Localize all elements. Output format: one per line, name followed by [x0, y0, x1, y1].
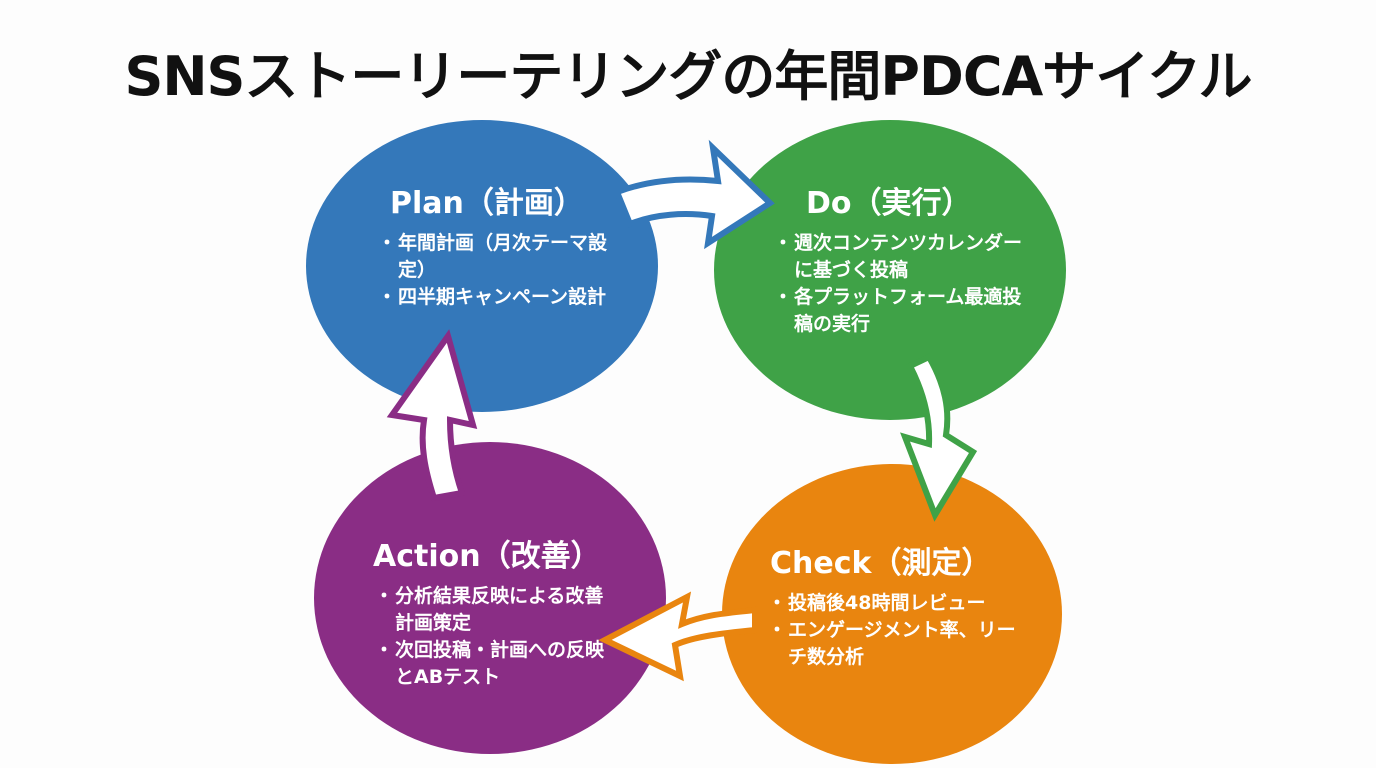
bullet-glyph: ・	[767, 619, 787, 641]
arrow-check-to-action	[598, 591, 758, 682]
check-bullet: ・エンゲージメント率、リーチ数分析	[767, 619, 1016, 668]
check-phase: Check（測定） ・投稿後48時間レビュー ・エンゲージメント率、リーチ数分析	[766, 538, 1026, 671]
do-bullet: ・週次コンテンツカレンダーに基づく投稿	[773, 232, 1023, 281]
action-phase: Action（改善） ・分析結果反映による改善計画策定 ・次回投稿・計画への反映…	[373, 531, 613, 691]
check-bullet: ・投稿後48時間レビュー	[766, 590, 1026, 617]
bullet-glyph: ・	[377, 232, 397, 254]
do-bullet: ・各プラットフォーム最適投稿の実行	[773, 286, 1022, 335]
plan-bullets: ・年間計画（月次テーマ設定） ・四半期キャンペーン設計	[376, 230, 626, 311]
arrow-action-to-plan	[386, 329, 478, 502]
do-circle	[714, 120, 1066, 420]
action-circle	[314, 442, 666, 754]
check-bullets: ・投稿後48時間レビュー ・エンゲージメント率、リーチ数分析	[766, 590, 1026, 671]
bullet-glyph: ・	[767, 592, 787, 614]
action-bullets: ・分析結果反映による改善計画策定 ・次回投稿・計画への反映とABテスト	[373, 583, 613, 691]
bullet-glyph: ・	[773, 232, 793, 254]
action-bullet: ・分析結果反映による改善計画策定	[374, 585, 604, 634]
do-phase: Do（実行） ・週次コンテンツカレンダーに基づく投稿 ・各プラットフォーム最適投…	[772, 178, 1022, 338]
arrow-plan-to-do	[613, 139, 775, 250]
check-circle	[722, 464, 1062, 764]
bullet-glyph: ・	[377, 286, 397, 308]
plan-phase: Plan（計画） ・年間計画（月次テーマ設定） ・四半期キャンペーン設計	[376, 178, 626, 311]
plan-bullet: ・年間計画（月次テーマ設定）	[377, 232, 608, 281]
action-heading: Action（改善）	[373, 539, 601, 574]
bullet-glyph: ・	[374, 585, 394, 607]
arrow-do-to-check	[900, 353, 978, 522]
plan-bullet: ・四半期キャンペーン設計	[376, 284, 626, 311]
bullet-glyph: ・	[374, 639, 394, 661]
diagram-title: SNSストーリーテリングの年間PDCAサイクル	[124, 45, 1252, 108]
action-bullet: ・次回投稿・計画への反映とABテスト	[374, 639, 605, 688]
do-heading: Do（実行）	[806, 186, 972, 221]
bullet-glyph: ・	[773, 286, 793, 308]
plan-heading: Plan（計画）	[390, 186, 584, 221]
check-heading: Check（測定）	[770, 546, 992, 581]
plan-circle	[306, 120, 658, 412]
do-bullets: ・週次コンテンツカレンダーに基づく投稿 ・各プラットフォーム最適投稿の実行	[772, 230, 1022, 338]
